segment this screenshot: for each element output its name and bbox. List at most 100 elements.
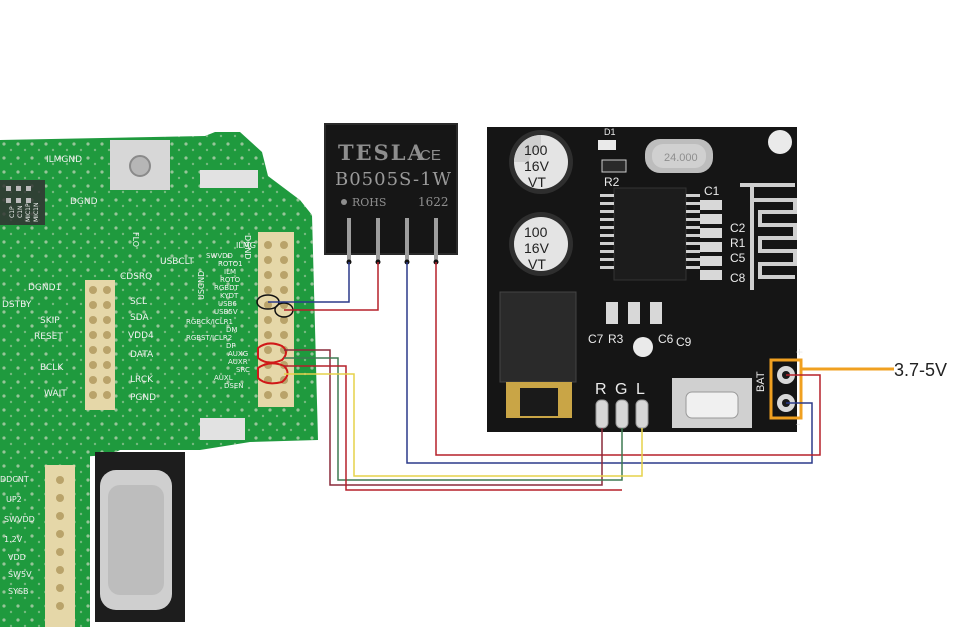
- pcb-label: USGND: [197, 271, 206, 300]
- pcb-label: ROTO1: [218, 260, 243, 268]
- pcb-label: WAIT: [44, 389, 67, 399]
- converter-brand: TESLA: [338, 140, 426, 165]
- pcb-label: VDD4: [128, 331, 154, 341]
- svg-text:C9: C9: [676, 335, 692, 349]
- svg-text:100: 100: [524, 142, 548, 158]
- svg-text:VT: VT: [528, 174, 546, 190]
- pcb-label: USB6: [218, 300, 237, 308]
- pcb-label: KYDT: [220, 292, 239, 300]
- capacitor: 100 16V VT: [509, 212, 573, 276]
- pcb-antenna: [740, 183, 797, 290]
- car-stereo-pcb: ILMGND DGND DGND1 DSTBY SKIP RESET BCLK …: [0, 132, 318, 627]
- converter-model: B0505S-1W: [335, 169, 452, 190]
- pcb-label: AUXL: [214, 374, 233, 382]
- converter-date: 1622: [418, 195, 449, 209]
- pcb-label: SYSB: [8, 587, 29, 596]
- wire-audio-r: [284, 349, 603, 486]
- wire-converter-vin: [284, 262, 379, 311]
- pcb-label: ILM: [224, 268, 236, 276]
- micro-usb-port: [672, 378, 752, 428]
- wire-audio-g: [284, 357, 623, 481]
- svg-text:24.000: 24.000: [664, 152, 698, 164]
- pcb-label: C1N: [17, 206, 24, 219]
- svg-text:100: 100: [524, 224, 548, 240]
- svg-text:-: -: [796, 415, 801, 431]
- svg-text:R2: R2: [604, 175, 620, 189]
- pcb-label: DGND: [243, 235, 252, 260]
- pcb-label: DGND1: [28, 283, 61, 293]
- pcb-label: RGBDT: [214, 284, 239, 292]
- pcb-label: RESET: [34, 332, 63, 342]
- svg-text:VT: VT: [528, 256, 546, 272]
- pcb-pin-header-center: [85, 280, 115, 410]
- pcb-label: AUXR: [228, 358, 248, 366]
- svg-text:16V: 16V: [524, 240, 550, 256]
- pcb-label: DP: [226, 342, 236, 350]
- pcb-label: CDSRQ: [120, 272, 152, 282]
- svg-text:R1: R1: [730, 236, 746, 250]
- audio-jack: [499, 291, 577, 418]
- wires: [268, 262, 894, 491]
- pcb-label: RGBCK/ICLR1: [186, 318, 233, 326]
- svg-text:D1: D1: [604, 127, 616, 137]
- pcb-label: FLO: [131, 232, 140, 247]
- pin-label-g: G: [615, 381, 627, 398]
- pcb-label: ROTO: [220, 276, 241, 284]
- pcb-label: LRCK: [130, 375, 154, 385]
- wire-audio-gnd2: [284, 365, 622, 491]
- pcb-label: UP2: [6, 495, 22, 504]
- capacitor: 100 16V VT: [509, 130, 573, 194]
- pcb-pin-header-right: [258, 232, 294, 407]
- pcb-label: USB5V: [214, 308, 238, 316]
- svg-text:C2: C2: [730, 221, 746, 235]
- crystal-oscillator: 24.000: [645, 139, 713, 173]
- pcb-label: SWVDD: [206, 252, 233, 260]
- svg-text:C8: C8: [730, 271, 746, 285]
- pcb-label: DGND: [70, 197, 98, 207]
- pcb-label: SRC: [236, 366, 250, 374]
- pcb-label: MIC1N: [33, 203, 40, 222]
- pcb-label: DATA: [130, 350, 154, 360]
- pcb-label: SKIP: [40, 316, 60, 326]
- pcb-label: ILMGND: [46, 155, 82, 165]
- converter-ce-mark: CE: [420, 147, 441, 164]
- svg-text:C7: C7: [588, 332, 604, 346]
- wire-converter-vin-gnd: [268, 262, 350, 303]
- svg-text:+: +: [796, 345, 803, 359]
- svg-text:16V: 16V: [524, 158, 550, 174]
- pcb-label: DDCNT: [0, 475, 29, 484]
- pcb-label: ILMG: [236, 241, 256, 250]
- pcb-label: C1P: [9, 206, 16, 218]
- pcb-label: DSEN: [224, 382, 244, 390]
- pcb-label: SW5V: [8, 570, 32, 579]
- pcb-label: VDD: [8, 553, 26, 562]
- pin-label-l: L: [636, 381, 645, 398]
- bluetooth-audio-module: 100 16V VT 100 16V VT 24.000: [487, 127, 803, 432]
- converter-rohs: ROHS: [352, 196, 386, 209]
- pcb-label: AUXG: [228, 350, 248, 358]
- svg-text:R3: R3: [608, 332, 624, 346]
- svg-text:C6: C6: [658, 332, 674, 346]
- pcb-label: MIC1P: [25, 203, 32, 222]
- main-ic: [600, 187, 700, 281]
- pcb-label: SCL: [130, 297, 147, 307]
- dc-dc-converter: TESLA CE B0505S-1W ROHS 1622: [324, 123, 458, 265]
- svg-text:C5: C5: [730, 251, 746, 265]
- pcb-label: DM: [226, 326, 237, 334]
- pcb-label: 1.2V: [4, 535, 23, 544]
- wire-converter-out-plus: [435, 262, 821, 456]
- pcb-label: PGND: [130, 393, 156, 403]
- pcb-label: USBCLT: [160, 257, 194, 267]
- voltage-label: 3.7-5V: [894, 360, 947, 380]
- pin-label-r: R: [595, 381, 607, 398]
- pcb-label: RGBST/ICLR2: [186, 334, 232, 342]
- pcb-label: SWVDD: [4, 515, 35, 524]
- wire-converter-out-gnd: [406, 262, 813, 464]
- pcb-label: BCLK: [40, 363, 64, 373]
- pcb-label: DSTBY: [2, 300, 32, 310]
- wire-audio-l: [284, 373, 643, 477]
- svg-text:BAT: BAT: [755, 371, 767, 392]
- pcb-label: SDA: [130, 313, 149, 323]
- svg-text:C1: C1: [704, 184, 720, 198]
